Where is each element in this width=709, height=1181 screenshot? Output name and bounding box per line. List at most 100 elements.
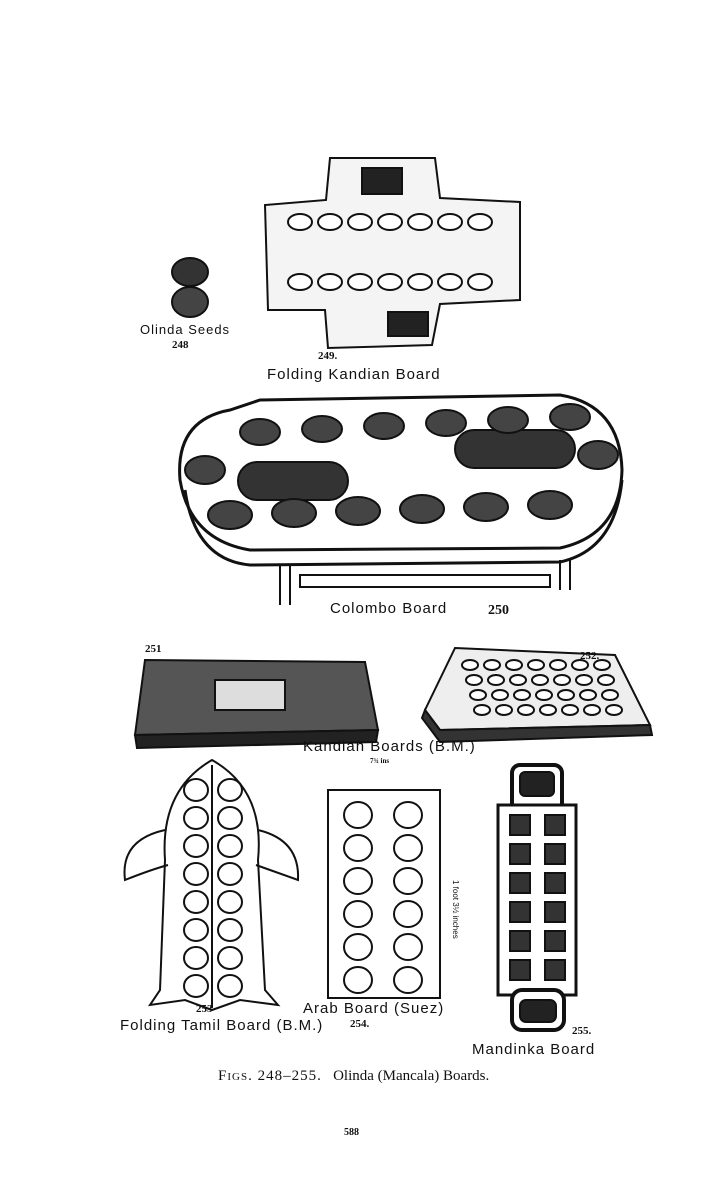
board-pit: [287, 213, 313, 231]
folding-kandian-board-label: Folding Kandian Board: [267, 366, 441, 383]
board-pit: [549, 659, 567, 671]
arab-board-label: Arab Board (Suez): [303, 1000, 445, 1017]
board-pit: [544, 930, 566, 952]
board-pit: [553, 674, 571, 686]
fig-249-number: 249.: [318, 350, 338, 362]
board-pit: [597, 674, 615, 686]
board-pit: [561, 704, 579, 716]
board-pit: [407, 273, 433, 291]
board-pit: [437, 213, 463, 231]
board-pit: [509, 930, 531, 952]
board-pit: [593, 659, 611, 671]
board-pit: [271, 498, 317, 528]
board-pit: [343, 900, 373, 928]
board-pit: [183, 834, 209, 858]
board-pit: [239, 418, 281, 446]
board-pit: [509, 843, 531, 865]
board-pit: [207, 500, 253, 530]
colombo-board-label: Colombo Board: [330, 600, 448, 617]
board-pit: [535, 689, 553, 701]
fig-255-number: 255.: [572, 1025, 592, 1037]
board-pit: [393, 900, 423, 928]
folding-tamil-board-drawing: [123, 758, 300, 1012]
board-pit: [393, 867, 423, 895]
olinda-seeds-drawing: [171, 257, 209, 318]
board-pit: [487, 674, 505, 686]
board-pit: [437, 273, 463, 291]
board-pit: [217, 862, 243, 886]
board-pit: [343, 801, 373, 829]
board-pit: [549, 403, 591, 431]
kandian-boards-label: Kandian Boards (B.M.): [303, 738, 476, 755]
board-pit: [393, 966, 423, 994]
board-pit: [377, 213, 403, 231]
board-pit: [343, 834, 373, 862]
board-pit: [183, 890, 209, 914]
mandinka-board-drawing: [496, 763, 578, 1032]
fig-251-number: 251: [145, 643, 162, 655]
board-pit: [509, 959, 531, 981]
fig-252-number: 252.: [580, 650, 600, 662]
page-number: 588: [344, 1127, 359, 1138]
board-pit: [393, 834, 423, 862]
olinda-seeds-label: Olinda Seeds: [140, 322, 231, 337]
board-pit: [183, 974, 209, 998]
board-pit: [517, 704, 535, 716]
board-pit: [183, 806, 209, 830]
board-pit: [343, 966, 373, 994]
board-pit: [544, 901, 566, 923]
board-pit: [509, 814, 531, 836]
board-pit: [487, 406, 529, 434]
fig-253-number: 253: [196, 1003, 213, 1015]
board-pit: [509, 901, 531, 923]
board-pit: [469, 689, 487, 701]
board-pit: [363, 412, 405, 440]
board-pit: [544, 843, 566, 865]
board-pit: [393, 801, 423, 829]
board-pit: [217, 918, 243, 942]
board-pit: [217, 890, 243, 914]
board-pit: [217, 806, 243, 830]
board-pit: [491, 689, 509, 701]
board-pit: [183, 862, 209, 886]
board-pit: [495, 704, 513, 716]
arab-measure-label: 1 foot 3½ inches: [451, 880, 460, 939]
board-pit: [509, 674, 527, 686]
board-pit: [539, 704, 557, 716]
board-pit: [583, 704, 601, 716]
board-pit: [347, 213, 373, 231]
board-pit: [425, 409, 467, 437]
board-pit: [463, 492, 509, 522]
arab-board-drawing: [327, 789, 441, 999]
board-pit: [465, 674, 483, 686]
board-pit: [527, 490, 573, 520]
board-pit: [544, 872, 566, 894]
board-pit: [317, 213, 343, 231]
board-pit: [467, 273, 493, 291]
board-pit: [343, 933, 373, 961]
board-pit: [601, 689, 619, 701]
board-pit: [483, 659, 501, 671]
board-pit: [579, 689, 597, 701]
board-pit: [347, 273, 373, 291]
board-pit: [343, 867, 373, 895]
fig-248-number: 248: [172, 339, 189, 351]
board-pit: [217, 778, 243, 802]
board-pit: [571, 659, 589, 671]
board-pit: [335, 496, 381, 526]
fig-250-number: 250: [488, 603, 509, 618]
board-pit: [544, 814, 566, 836]
board-pit: [513, 689, 531, 701]
board-pit: [473, 704, 491, 716]
board-pit: [527, 659, 545, 671]
board-pit: [575, 674, 593, 686]
board-pit: [557, 689, 575, 701]
kandian-board-252-drawing: [420, 646, 654, 744]
folding-tamil-board-label: Folding Tamil Board (B.M.): [120, 1017, 324, 1034]
board-pit: [505, 659, 523, 671]
board-pit: [217, 974, 243, 998]
caption-prefix: Figs. 248–255.: [218, 1068, 322, 1084]
mandinka-board-label: Mandinka Board: [472, 1041, 596, 1058]
measure-label: 7¾ ins: [370, 757, 390, 765]
